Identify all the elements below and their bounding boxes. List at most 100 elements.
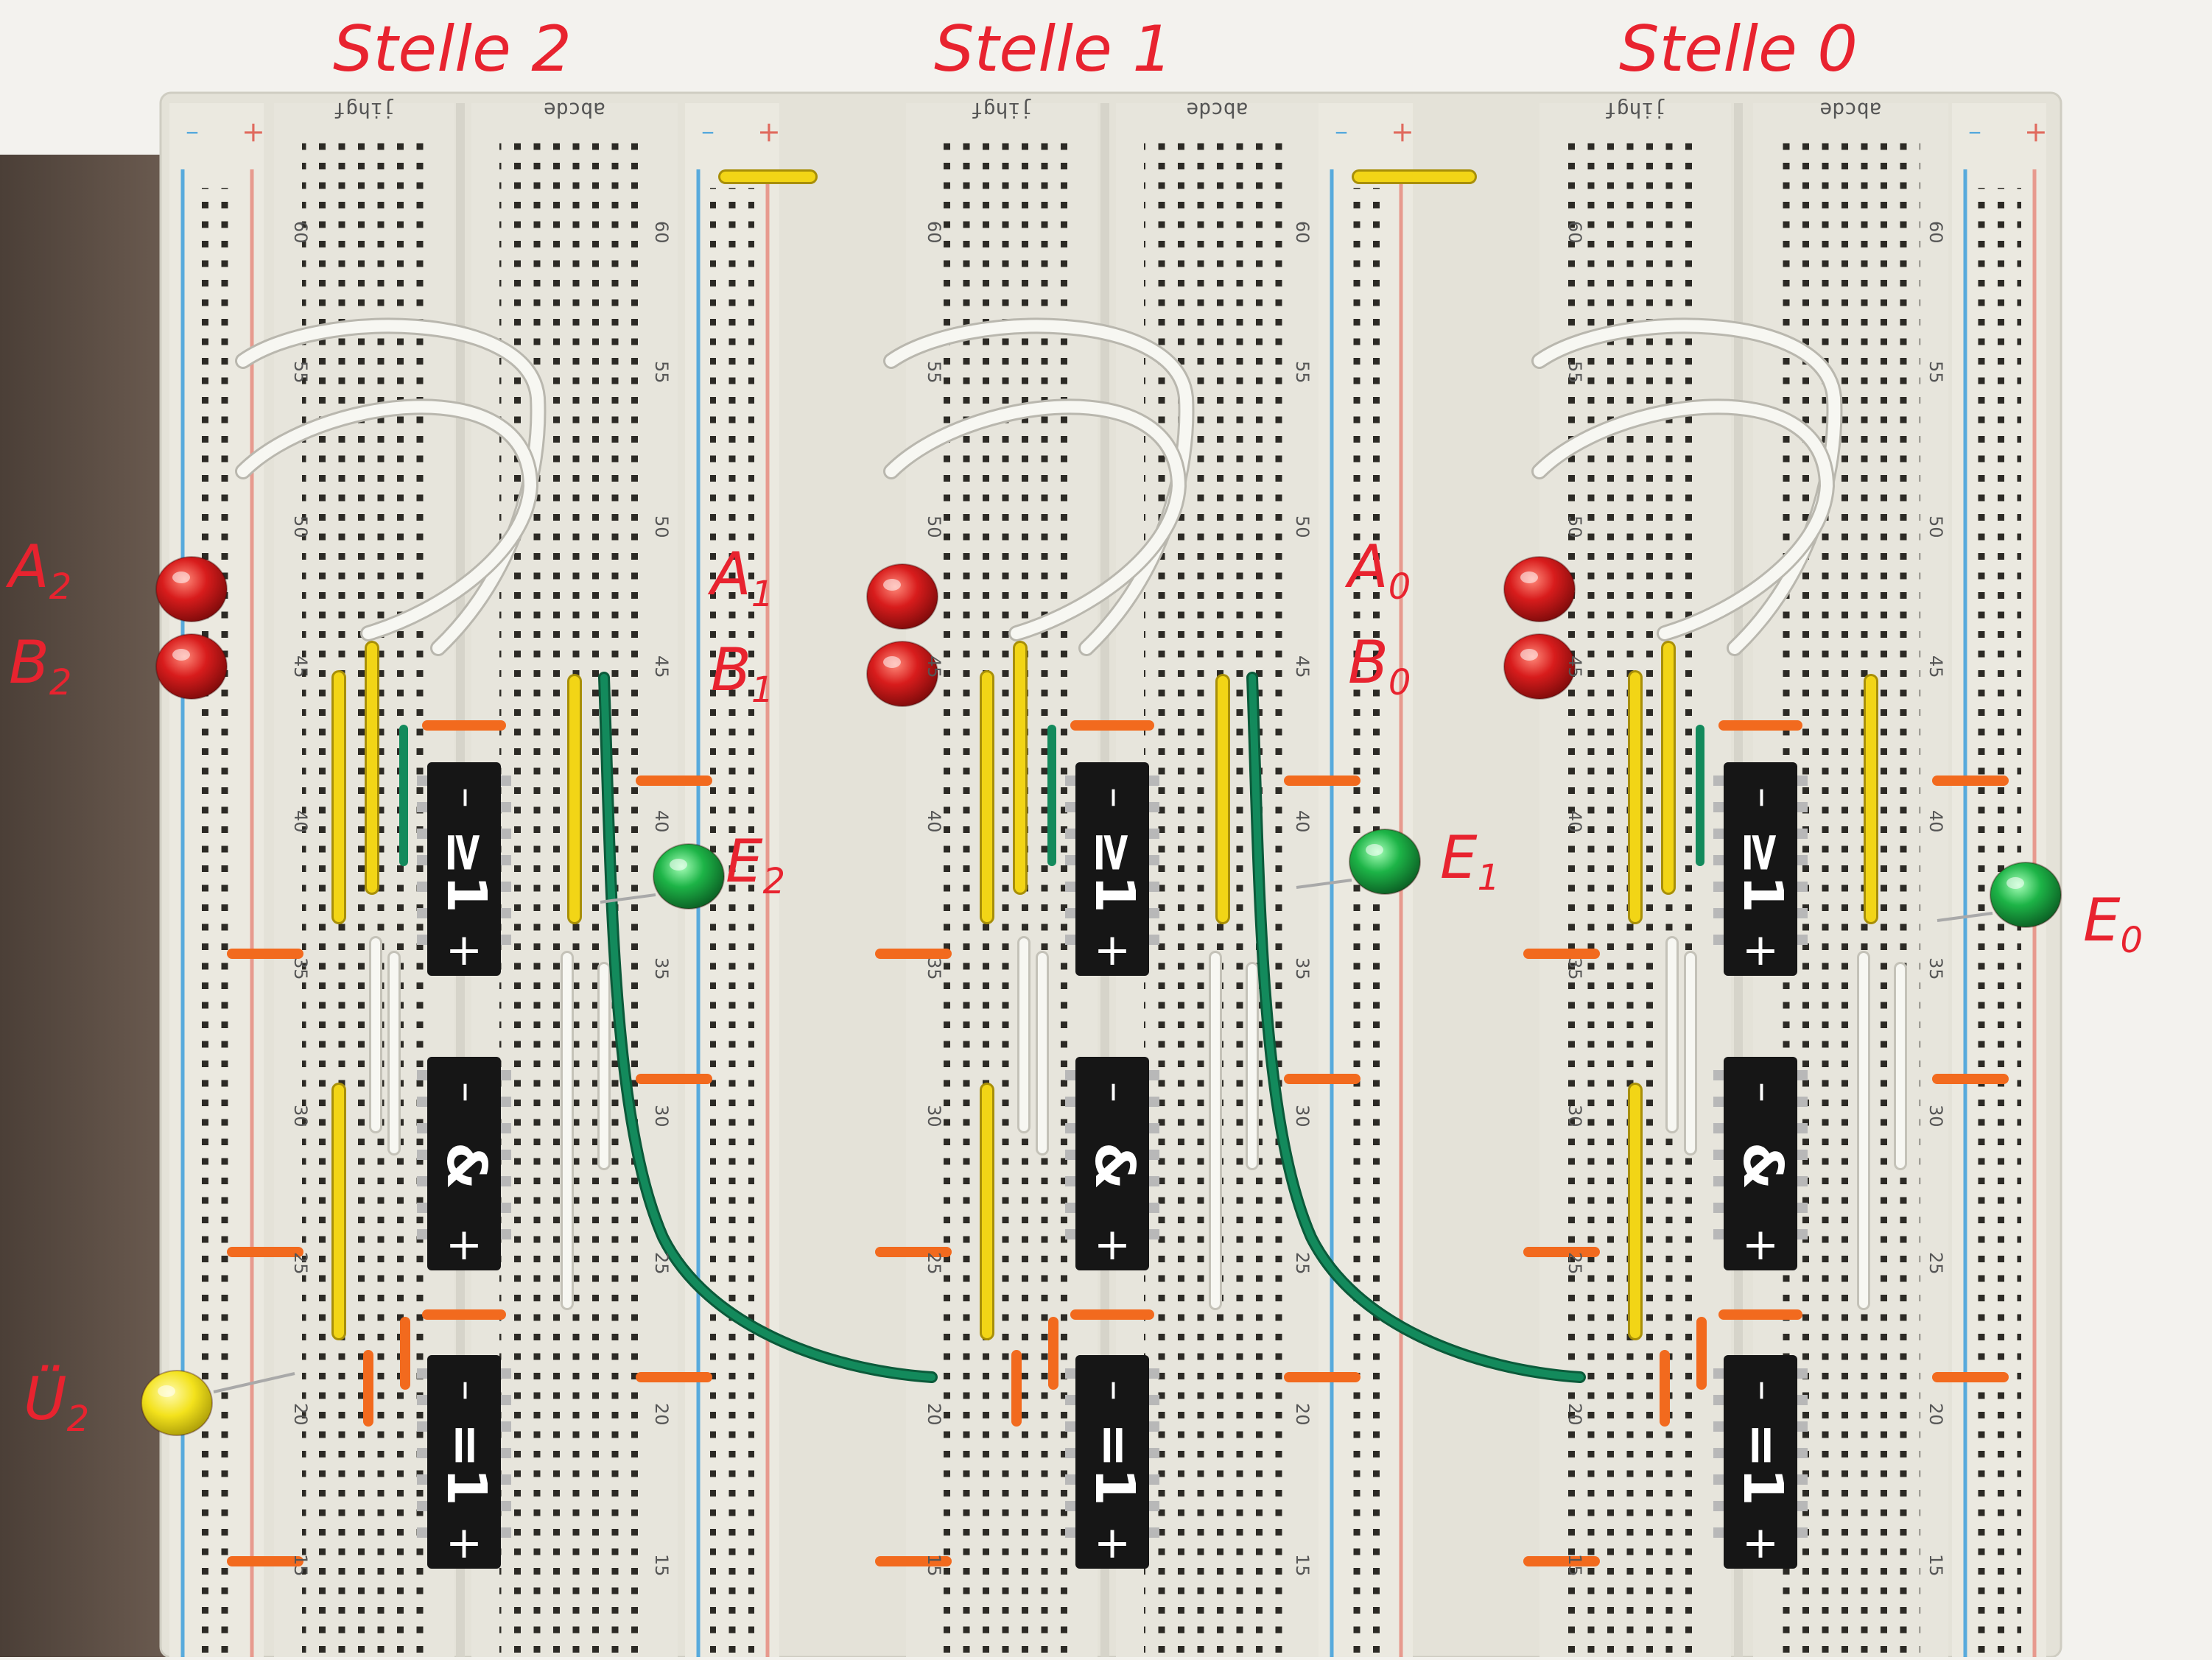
ic-pin (417, 1176, 429, 1186)
ic-pin (1148, 802, 1159, 812)
ic-pin (1148, 1176, 1159, 1186)
ic-pin (1796, 1395, 1808, 1405)
led-leg (1937, 912, 1993, 922)
ic-pin (1796, 1474, 1808, 1485)
ic-gate-marking: & (1731, 1142, 1794, 1190)
row-number: 25 (1925, 1252, 1946, 1275)
rail-plus-mark: + (242, 116, 265, 148)
row-number: 55 (1565, 361, 1585, 384)
row-number: 50 (924, 516, 944, 538)
row-number: 15 (1292, 1554, 1313, 1577)
terminal-holes-2 (934, 140, 1070, 1657)
led-output-e-glint (670, 859, 687, 871)
row-number: 50 (290, 516, 311, 538)
ic-pin (1148, 935, 1159, 945)
led-input-b-glint (1520, 649, 1538, 661)
ic-pin (1796, 1448, 1808, 1458)
ic-pin (499, 855, 511, 865)
led-input-a (866, 563, 938, 630)
row-number: 15 (924, 1554, 944, 1577)
row-number: 35 (1925, 957, 1946, 980)
ic-chip: –&+ (417, 1057, 511, 1270)
ic-pin (499, 829, 511, 839)
ic-pin (499, 1150, 511, 1160)
row-number: 40 (1925, 810, 1946, 833)
ic-pin (1713, 1203, 1725, 1213)
ic-pin (1148, 1421, 1159, 1432)
ic-pin (1148, 1501, 1159, 1511)
ic-gate-marking: =1 (1731, 1422, 1794, 1506)
ic-pin (417, 802, 429, 812)
ic-pin (1713, 1527, 1725, 1538)
led-input-a-glint (883, 579, 901, 591)
row-number: 45 (651, 655, 672, 678)
row-number: 55 (290, 361, 311, 384)
ic-minus-marking: – (1092, 787, 1140, 808)
ic-pin (499, 1448, 511, 1458)
ic-pin (1148, 829, 1159, 839)
green-wire-long (1249, 674, 1584, 1381)
row-number: 40 (1292, 810, 1313, 833)
ic-pin (1796, 908, 1808, 918)
ic-pin (1148, 776, 1159, 786)
ic-plus-marking: + (1742, 924, 1779, 976)
ic-gate-marking: ≥1 (435, 829, 498, 913)
ic-pin (417, 829, 429, 839)
row-number: 60 (1565, 221, 1585, 244)
row-number: 35 (1565, 957, 1585, 980)
ic-pin (1065, 1368, 1077, 1379)
ic-pin (1796, 1421, 1808, 1432)
ic-pin (499, 1229, 511, 1239)
ic-gate-marking: & (1083, 1142, 1146, 1190)
column-letters-right: abcde (1186, 98, 1248, 122)
stage-2-heading: Stelle 2 (333, 13, 572, 86)
ic-pin (1713, 882, 1725, 892)
ic-chip: –≥1+ (1713, 762, 1808, 976)
ic-pin (1713, 802, 1725, 812)
row-number: 60 (1292, 221, 1313, 244)
ic-pin (499, 1421, 511, 1432)
ic-pin (417, 935, 429, 945)
ic-pin (1148, 1097, 1159, 1107)
row-number: 15 (1565, 1554, 1585, 1577)
led-leg (600, 893, 656, 904)
ic-pin (499, 1501, 511, 1511)
ic-pin (1713, 1501, 1725, 1511)
ic-pin (417, 1229, 429, 1239)
led-input-a (155, 556, 228, 622)
ic-pin (1148, 1474, 1159, 1485)
ic-minus-marking: – (1092, 1380, 1140, 1401)
stage-1-output-e-label: E1 (1440, 823, 1500, 898)
ic-pin (1148, 1123, 1159, 1133)
ic-chip: –≥1+ (417, 762, 511, 976)
row-number: 35 (1292, 957, 1313, 980)
ic-pin (1065, 829, 1077, 839)
ic-pin (1065, 1070, 1077, 1080)
ic-pin (1713, 776, 1725, 786)
ic-pin (1065, 1097, 1077, 1107)
wall-shadow (0, 155, 169, 1657)
ic-pin (417, 1527, 429, 1538)
led-output-e (1990, 862, 2062, 928)
row-number: 35 (651, 957, 672, 980)
ic-minus-marking: – (443, 1082, 491, 1102)
ic-pin (499, 935, 511, 945)
led-input-a (1503, 556, 1576, 622)
ic-body (1075, 1057, 1149, 1270)
ic-gate-marking: =1 (435, 1422, 498, 1506)
led-input-b (155, 633, 228, 700)
ic-pin (1796, 855, 1808, 865)
rail-holes-0 (194, 188, 239, 1657)
ic-plus-marking: + (1742, 1517, 1779, 1569)
ic-body (427, 1355, 501, 1569)
row-number: 45 (1292, 655, 1313, 678)
ic-pin (1796, 1368, 1808, 1379)
ic-pin (1713, 908, 1725, 918)
ic-pin (1713, 1368, 1725, 1379)
row-number: 40 (1565, 810, 1585, 833)
ic-pin (1065, 908, 1077, 918)
ic-pin (1148, 1368, 1159, 1379)
led-input-b (1503, 633, 1576, 700)
ic-chip: –≥1+ (1065, 762, 1159, 976)
